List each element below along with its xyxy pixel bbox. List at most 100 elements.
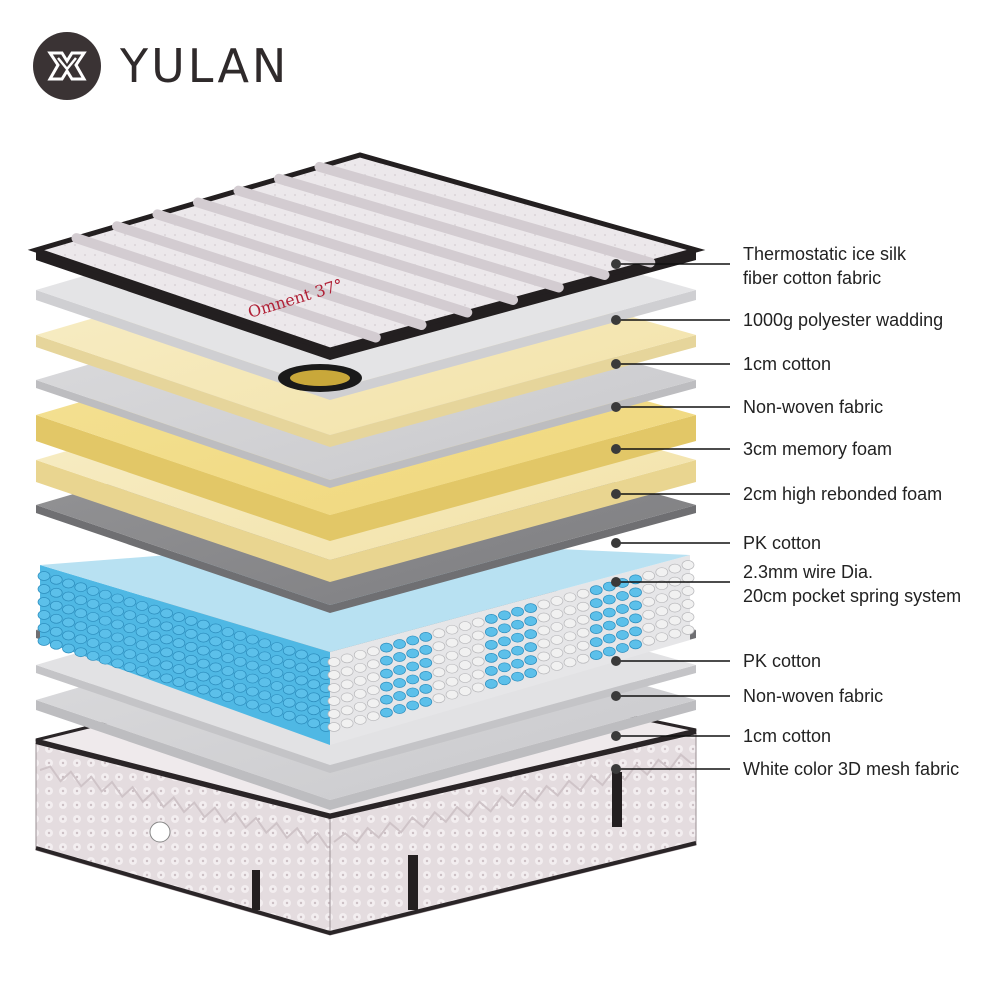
spring-coil <box>49 600 63 611</box>
spring-coil <box>445 663 459 674</box>
spring-coil <box>642 609 656 620</box>
handle-strap <box>408 855 418 910</box>
spring-coil <box>209 662 223 673</box>
spring-coil <box>147 630 161 641</box>
spring-coil <box>197 619 210 630</box>
spring-coil <box>209 623 223 634</box>
spring-coil <box>511 658 524 669</box>
spring-coil <box>135 653 149 663</box>
spring-coil <box>484 627 498 637</box>
spring-coil <box>445 637 459 648</box>
spring-coil <box>111 632 124 643</box>
spring-coil <box>655 567 669 578</box>
spring-coil <box>282 671 296 682</box>
spring-coil <box>147 617 161 628</box>
spring-coil <box>246 647 259 658</box>
spring-coil <box>471 617 485 628</box>
spring-coil <box>62 604 75 615</box>
spring-coil <box>511 671 524 682</box>
spring-coil <box>629 600 642 611</box>
spring-coil <box>366 685 380 696</box>
spring-coil <box>471 656 485 667</box>
spring-coil <box>524 642 538 652</box>
spring-coil <box>209 675 223 686</box>
spring-coil <box>282 645 296 656</box>
spring-coil <box>295 662 308 673</box>
spring-coil <box>233 630 247 641</box>
spring-coil <box>524 616 538 626</box>
spring-coil <box>458 660 472 670</box>
spring-coil <box>258 664 272 675</box>
spring-coil <box>340 705 354 716</box>
spring-coil <box>681 625 695 635</box>
spring-coil <box>419 684 433 694</box>
spring-coil <box>49 574 63 585</box>
spring-coil <box>550 635 564 645</box>
layer-label-line: PK cotton <box>743 533 822 553</box>
spring-coil <box>111 645 124 656</box>
spring-coil <box>380 694 393 705</box>
spring-coil <box>393 652 406 662</box>
spring-coil <box>524 655 538 665</box>
spring-coil <box>471 643 485 654</box>
spring-coil <box>327 709 341 719</box>
spring-coil <box>629 639 642 650</box>
spring-coil <box>576 627 590 638</box>
spring-coil <box>86 586 100 596</box>
spring-coil <box>147 643 161 654</box>
spring-coil <box>498 662 511 673</box>
spring-coil <box>589 598 603 608</box>
spring-coil <box>340 692 354 703</box>
spring-coil <box>642 583 656 594</box>
spring-coil <box>484 640 498 650</box>
spring-coil <box>537 612 551 623</box>
spring-coil <box>366 646 380 657</box>
spring-coil <box>172 677 186 687</box>
spring-coil <box>172 651 186 661</box>
spring-coil <box>307 679 321 690</box>
spring-coil <box>221 627 235 637</box>
leader-line <box>611 489 730 499</box>
spring-coil <box>62 591 75 602</box>
layer-label: PK cotton <box>743 531 821 555</box>
leader-dot <box>611 359 621 369</box>
spring-coil <box>172 625 186 635</box>
spring-coil <box>406 648 420 659</box>
spring-coil <box>484 614 498 624</box>
leader-dot <box>611 538 621 548</box>
spring-coil <box>432 667 446 678</box>
spring-coil <box>98 589 112 600</box>
layer-label: Non-woven fabric <box>743 684 883 708</box>
spring-coil <box>589 650 603 660</box>
spring-coil <box>537 664 551 675</box>
layer-label: 1cm cotton <box>743 724 831 748</box>
spring-coil <box>616 630 629 640</box>
quilt-channel <box>274 173 610 280</box>
spring-coil <box>550 596 564 606</box>
spring-coil <box>86 638 100 648</box>
layer-label-line: 1cm cotton <box>743 354 832 374</box>
spring-coil <box>432 628 446 639</box>
spring-coil <box>576 653 590 664</box>
spring-coil <box>246 660 259 671</box>
spring-coil <box>197 632 210 643</box>
top-cover-fabric: Omnent 37° <box>27 152 706 392</box>
spring-coil <box>616 591 629 601</box>
spring-coil <box>432 693 446 704</box>
spring-coil <box>445 624 459 635</box>
spring-coil <box>147 604 161 615</box>
spring-coil <box>366 659 380 670</box>
spring-coil <box>221 653 235 663</box>
quilt-channel <box>233 185 564 293</box>
leader-dot <box>611 764 621 774</box>
spring-coil <box>74 634 88 645</box>
spring-coil <box>393 665 406 675</box>
spring-coil <box>340 718 354 729</box>
brand-logo-icon <box>33 32 101 100</box>
leader-line <box>611 764 730 774</box>
spring-coil <box>111 606 124 617</box>
spring-coil <box>445 650 459 661</box>
layer-label-line: 2.3mm wire Dia. <box>743 562 874 582</box>
spring-coil <box>74 582 88 593</box>
